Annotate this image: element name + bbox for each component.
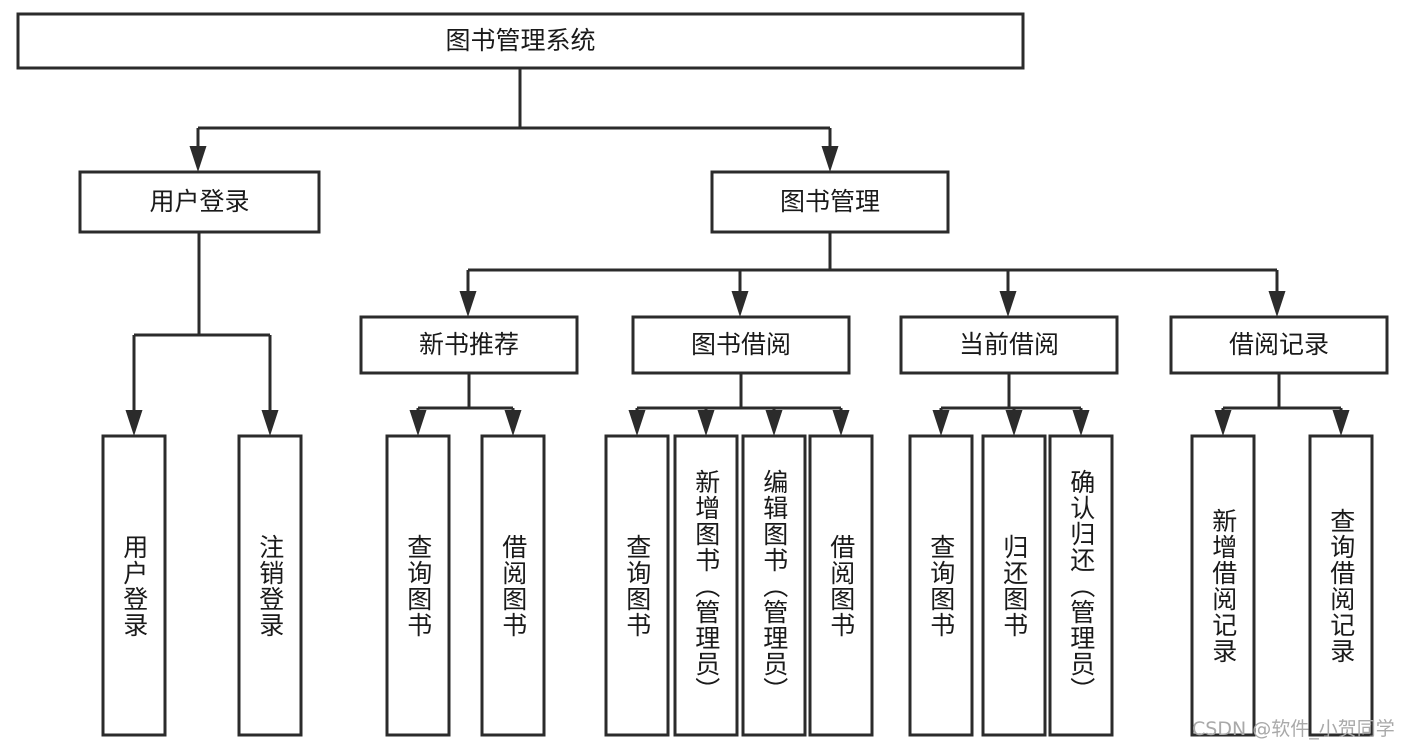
connector-new-book-rec — [409, 373, 522, 436]
node-label-borrow-record: 借阅记录 — [1229, 330, 1329, 359]
node-box-leaf-user-login[interactable] — [101, 434, 167, 737]
node-box-leaf-query-record[interactable] — [1308, 434, 1374, 737]
node-label-current-borrow: 当前借阅 — [959, 330, 1059, 359]
node-box-leaf-query-book-3[interactable] — [908, 434, 974, 737]
node-box-leaf-query-book-1[interactable] — [385, 434, 451, 737]
node-label-book-borrow: 图书借阅 — [691, 330, 791, 359]
connector-current-borrow — [932, 373, 1090, 436]
node-box-new-book-rec[interactable] — [359, 315, 579, 375]
node-box-user-login[interactable] — [78, 170, 321, 234]
node-box-leaf-query-book-2[interactable] — [604, 434, 670, 737]
csdn-watermark: CSDN @软件_小贺同学 — [1192, 718, 1395, 740]
node-label-root: 图书管理系统 — [445, 26, 595, 55]
node-box-book-borrow[interactable] — [631, 315, 851, 375]
node-box-book-manage[interactable] — [710, 170, 950, 234]
node-box-leaf-edit-book[interactable] — [741, 434, 807, 737]
node-box-leaf-logout[interactable] — [237, 434, 303, 737]
node-box-leaf-borrow-book-1[interactable] — [480, 434, 546, 737]
connector-borrow-record — [1214, 373, 1350, 436]
node-box-leaf-borrow-book-2[interactable] — [808, 434, 874, 737]
node-box-leaf-confirm-return[interactable] — [1048, 434, 1114, 737]
node-label-new-book-rec: 新书推荐 — [419, 330, 519, 359]
node-box-current-borrow[interactable] — [899, 315, 1119, 375]
node-box-leaf-add-book[interactable] — [673, 434, 739, 737]
connector-layer — [125, 68, 1350, 436]
node-box-layer — [16, 12, 1389, 737]
node-box-borrow-record[interactable] — [1169, 315, 1389, 375]
connector-book-manage — [459, 232, 1286, 317]
node-box-leaf-add-record[interactable] — [1190, 434, 1256, 737]
node-box-leaf-return-book[interactable] — [981, 434, 1047, 737]
connector-book-borrow — [628, 373, 850, 436]
node-label-user-login: 用户登录 — [149, 187, 249, 216]
connector-user-login — [125, 232, 279, 436]
connector-root — [189, 68, 839, 172]
node-label-book-manage: 图书管理 — [780, 187, 880, 216]
node-box-root[interactable] — [16, 12, 1025, 70]
